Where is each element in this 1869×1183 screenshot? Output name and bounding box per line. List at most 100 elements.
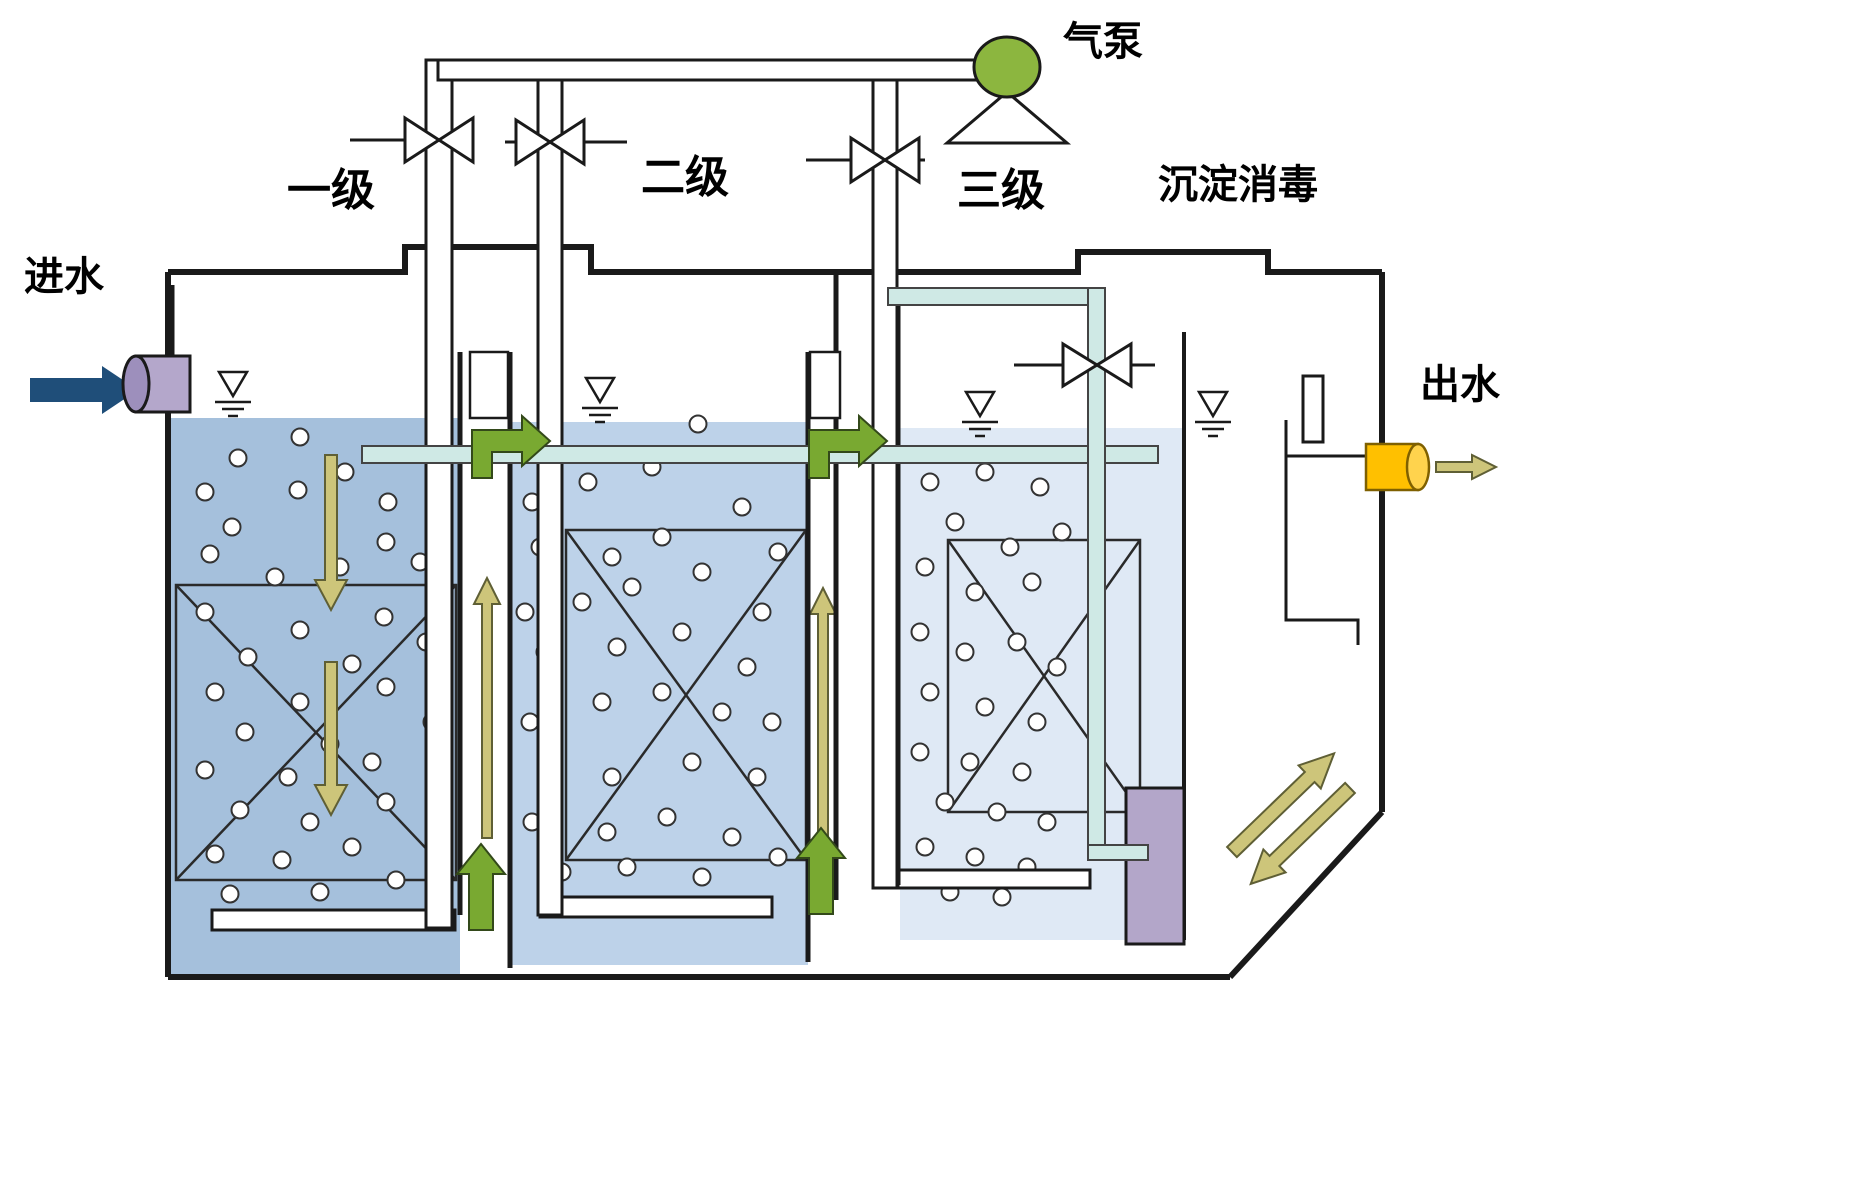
water-level-tank1 bbox=[213, 370, 253, 418]
label-inlet: 进水 bbox=[24, 253, 105, 300]
bubble bbox=[712, 702, 732, 722]
bubble bbox=[607, 637, 627, 657]
bubble bbox=[652, 682, 672, 702]
bubble bbox=[915, 557, 935, 577]
bubble bbox=[768, 847, 788, 867]
bubble bbox=[572, 592, 592, 612]
overflow-arrow-2 bbox=[808, 413, 889, 479]
settling-arrow-down bbox=[1249, 781, 1357, 886]
transfer-pipe bbox=[361, 445, 1159, 464]
downflow-arrow-2 bbox=[313, 661, 349, 818]
bubble bbox=[386, 870, 406, 890]
bubble bbox=[920, 682, 940, 702]
bubble bbox=[376, 792, 396, 812]
bubble bbox=[692, 867, 712, 887]
valve-stage3 bbox=[806, 135, 925, 185]
bubble bbox=[672, 622, 692, 642]
inlet-pump-cap bbox=[121, 354, 151, 414]
settling-module bbox=[1124, 786, 1186, 946]
recycle-pipe-top bbox=[887, 287, 1101, 306]
media-box-tank1 bbox=[174, 583, 458, 882]
bubble bbox=[195, 602, 215, 622]
bubble bbox=[205, 682, 225, 702]
water-pipes bbox=[361, 287, 1159, 861]
bubble bbox=[652, 527, 672, 547]
air-pump-body bbox=[972, 35, 1042, 99]
bubble bbox=[376, 677, 396, 697]
bubble bbox=[768, 542, 788, 562]
bubble bbox=[1030, 477, 1050, 497]
bubble bbox=[238, 647, 258, 667]
top-outline bbox=[168, 244, 1382, 275]
underflow-arrow-2 bbox=[794, 826, 848, 915]
valve-stage2 bbox=[505, 117, 627, 167]
air-pipe-vertical-3 bbox=[871, 78, 899, 890]
bubble bbox=[200, 544, 220, 564]
upflow-arrow-1 bbox=[472, 575, 502, 839]
settling-arrow-up bbox=[1225, 751, 1336, 859]
bubble bbox=[910, 742, 930, 762]
upflow-arrow-2 bbox=[808, 585, 838, 846]
label-air-pump: 气泵 bbox=[1063, 18, 1143, 65]
bubble bbox=[920, 472, 940, 492]
inlet-assembly bbox=[30, 285, 192, 414]
bubble bbox=[992, 887, 1012, 907]
recycle-pipe-bottom bbox=[1087, 844, 1149, 861]
downflow-arrow-1 bbox=[313, 454, 349, 613]
bubble bbox=[290, 620, 310, 640]
flow-arrows-olive bbox=[313, 453, 1499, 886]
bubble bbox=[692, 562, 712, 582]
label-outlet: 出水 bbox=[1420, 361, 1501, 408]
bubble bbox=[732, 497, 752, 517]
outlet-pump-cap bbox=[1405, 442, 1431, 492]
bubble bbox=[1022, 572, 1042, 592]
bubble bbox=[222, 517, 242, 537]
bubble bbox=[737, 657, 757, 677]
air-pipes bbox=[424, 58, 988, 930]
bubble bbox=[520, 712, 540, 732]
media-box-tank3 bbox=[946, 538, 1142, 814]
bubble bbox=[688, 414, 708, 434]
bubble bbox=[205, 844, 225, 864]
bubble bbox=[617, 857, 637, 877]
bubble bbox=[1000, 537, 1020, 557]
bubble bbox=[602, 547, 622, 567]
air-pump-stand bbox=[942, 90, 1072, 145]
bubble bbox=[1027, 712, 1047, 732]
bubble bbox=[515, 602, 535, 622]
valve-stage1 bbox=[350, 115, 475, 165]
bubble bbox=[915, 837, 935, 857]
bubble bbox=[376, 532, 396, 552]
diffuser-tank2 bbox=[538, 895, 774, 919]
bubble bbox=[310, 882, 330, 902]
bubble bbox=[682, 752, 702, 772]
overflow-box-2 bbox=[808, 350, 842, 420]
bubble bbox=[955, 642, 975, 662]
hopper-slant bbox=[1227, 809, 1385, 980]
bubble bbox=[288, 480, 308, 500]
bubble bbox=[272, 850, 292, 870]
bubble bbox=[657, 807, 677, 827]
bubble bbox=[195, 482, 215, 502]
bubble bbox=[910, 622, 930, 642]
overflow-box-1 bbox=[468, 350, 510, 420]
bubble bbox=[965, 847, 985, 867]
bubble bbox=[602, 767, 622, 787]
diffuser-tank1 bbox=[210, 908, 457, 932]
water-level-tank2 bbox=[580, 376, 620, 424]
bubble bbox=[1052, 522, 1072, 542]
bubble bbox=[290, 692, 310, 712]
bubble bbox=[762, 712, 782, 732]
bubble bbox=[722, 827, 742, 847]
air-pump bbox=[942, 35, 1072, 145]
bubble bbox=[342, 837, 362, 857]
bubble bbox=[965, 582, 985, 602]
diffuser-tank3 bbox=[896, 868, 1092, 890]
air-pipe-vertical-2 bbox=[536, 78, 564, 917]
bubble bbox=[300, 812, 320, 832]
outlet-assembly bbox=[1284, 374, 1431, 645]
bubble bbox=[975, 462, 995, 482]
bubble bbox=[228, 448, 248, 468]
bubble bbox=[597, 822, 617, 842]
